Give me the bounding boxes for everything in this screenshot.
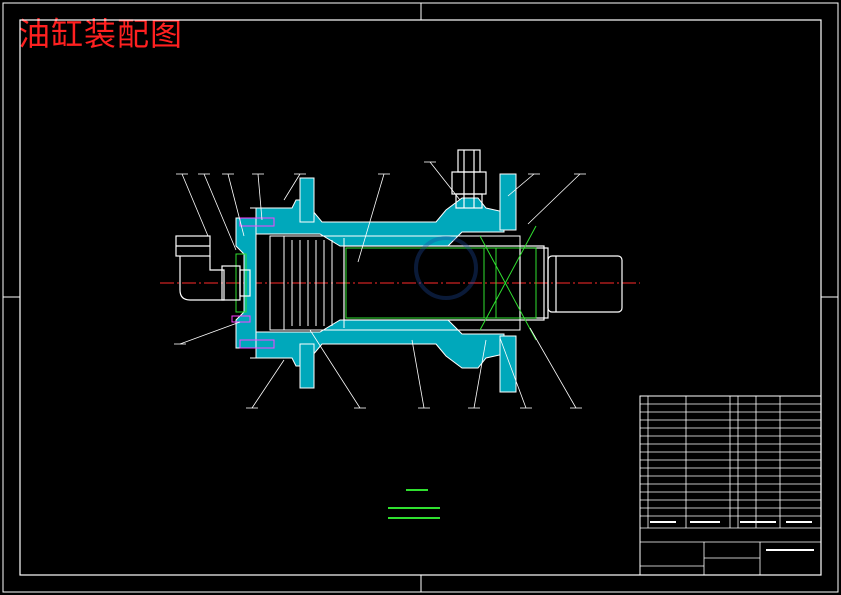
title-block-text-marks [650, 521, 814, 551]
left-oil-port-fitting [175, 235, 251, 301]
leader-lines [179, 161, 581, 409]
top-oil-port-fitting [451, 149, 487, 209]
dimension-lines [235, 225, 537, 341]
title-block [639, 395, 822, 576]
balloon-ticks [174, 161, 586, 409]
technical-requirements-block [388, 489, 440, 519]
watermark [414, 236, 478, 300]
drawing-title: 油缸装配图 [18, 15, 184, 53]
